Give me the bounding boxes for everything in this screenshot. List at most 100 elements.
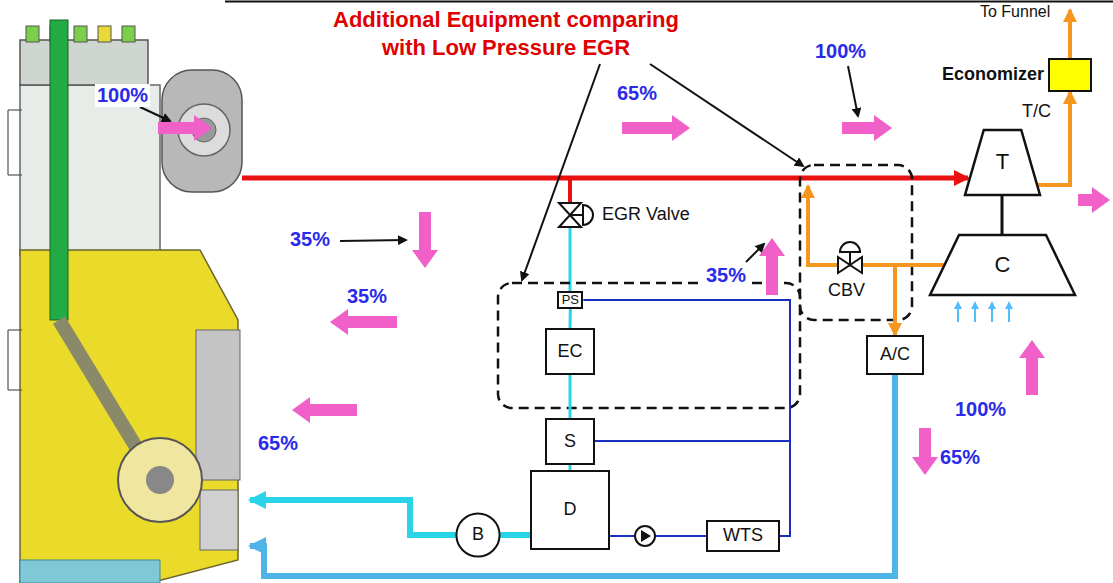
flow-connector — [500, 532, 530, 538]
flow-percent: 35% — [704, 264, 748, 287]
callout-note: Additional Equipment comparing with Low … — [318, 6, 694, 62]
flow-connector — [895, 265, 945, 335]
pump-symbol — [641, 530, 651, 542]
engine-illustration — [20, 40, 148, 85]
flow-percent: 100% — [95, 84, 150, 107]
flow-connector — [569, 309, 572, 328]
engine-illustration — [200, 490, 238, 550]
engine-illustration — [118, 438, 202, 522]
bypass-line — [808, 186, 895, 265]
engine-illustration — [8, 174, 22, 175]
part-name: T/C — [1020, 101, 1053, 122]
engine-illustration — [98, 26, 111, 42]
engine-illustration — [8, 329, 22, 330]
process-box: D — [530, 470, 610, 550]
compressor-shape-outline — [930, 235, 1075, 295]
air-intake-arrow — [974, 303, 976, 322]
equipment-label: WTS — [723, 526, 763, 546]
equipment-label: PS — [562, 293, 579, 307]
equipment-label: C — [995, 253, 1011, 277]
engine-illustration — [26, 26, 39, 42]
equipment-name: Economizer — [942, 65, 1044, 85]
flow-arrow — [842, 115, 892, 141]
egr-air-line — [250, 500, 456, 535]
blower-circle: B — [456, 513, 500, 557]
flow-connector — [583, 300, 790, 536]
flow-arrow — [158, 115, 212, 141]
engine-illustration — [74, 26, 87, 42]
flow-arrow — [759, 238, 785, 295]
cbv-symbol — [838, 242, 862, 273]
equipment-label: T — [996, 150, 1009, 174]
funnel-line — [1068, 10, 1072, 58]
cbv-symbol — [840, 242, 860, 252]
blower-circle-outline — [456, 513, 499, 556]
dashed-group — [498, 283, 800, 408]
flow-percent: 65% — [615, 82, 659, 105]
part-name: EGR Valve — [600, 204, 692, 225]
equipment-label: D — [564, 500, 577, 520]
engine-illustration — [8, 110, 22, 390]
process-box: EC — [545, 328, 595, 375]
pump-symbol — [635, 526, 655, 546]
engine-illustration — [50, 20, 68, 320]
process-box: S — [545, 418, 595, 465]
equipment-label: A/C — [880, 345, 910, 365]
flow-connector — [610, 535, 706, 537]
air-intake-arrow — [991, 303, 993, 322]
engine-illustration — [196, 330, 240, 480]
flow-arrow — [622, 115, 690, 141]
process-box: PS — [557, 291, 583, 309]
engine-illustration — [8, 109, 22, 110]
pump-symbol — [635, 526, 655, 546]
turbine-shape: T — [965, 130, 1040, 195]
flow-percent: 100% — [953, 398, 1008, 421]
flow-connector — [569, 375, 572, 418]
equipment-label: S — [564, 432, 576, 452]
engine-illustration — [7, 110, 8, 175]
air-intake-arrow — [958, 303, 1009, 322]
egr-valve-symbol — [583, 205, 593, 225]
flow-arrow — [330, 309, 397, 335]
economizer-box: Economizer — [1048, 58, 1092, 92]
engine-illustration — [122, 26, 135, 42]
flow-arrow — [412, 212, 438, 268]
flow-connector — [1001, 195, 1004, 235]
flow-arrow — [1078, 187, 1110, 213]
leader-line — [140, 107, 170, 121]
engine-illustration — [26, 26, 135, 42]
egr-valve-symbol — [559, 203, 593, 227]
flow-percent: 65% — [938, 446, 982, 469]
process-box: A/C — [866, 335, 924, 375]
leader-line — [340, 240, 406, 241]
scavenge-air-line — [250, 375, 895, 576]
equipment-label: B — [472, 525, 484, 545]
flow-percent: 65% — [256, 432, 300, 455]
leader-line — [650, 64, 803, 166]
leader-line — [140, 64, 858, 280]
flow-arrow — [292, 397, 357, 423]
flow-percent: 35% — [345, 285, 389, 308]
egr-line — [569, 227, 572, 291]
egr-branch — [568, 178, 572, 203]
engine-illustration — [8, 389, 22, 390]
turbine-shape-outline — [965, 130, 1040, 195]
equipment-label: EC — [557, 342, 582, 362]
flow-arrow — [158, 115, 1110, 475]
engine-illustration — [20, 560, 160, 583]
compressor-shape: C — [930, 235, 1075, 295]
air-intake-arrow — [1008, 303, 1010, 322]
engine-illustration — [7, 330, 8, 390]
engine-illustration — [146, 466, 174, 494]
flow-percent: 100% — [813, 40, 868, 63]
engine-illustration — [8, 20, 242, 583]
leader-line — [848, 66, 858, 116]
egr-valve-symbol — [570, 214, 583, 216]
part-name: CBV — [826, 280, 867, 301]
exhaust-line — [242, 176, 968, 181]
leader-line — [522, 64, 600, 280]
flow-arrow — [1019, 340, 1045, 395]
flow-note: To Funnel — [978, 3, 1052, 21]
